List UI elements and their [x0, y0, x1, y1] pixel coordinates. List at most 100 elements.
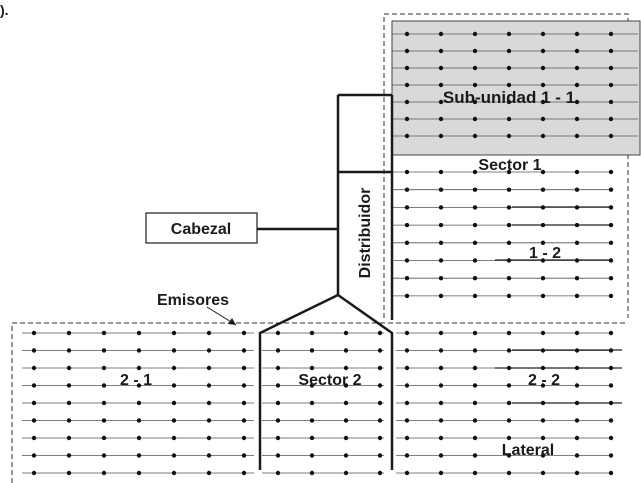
sub-unit-2-2-emitter [506, 383, 512, 388]
sub-unit-2-2-emitter [404, 400, 410, 406]
sub-unit-1-1-emitter [404, 65, 410, 71]
sub-unit-2-2-emitter [574, 400, 580, 406]
sub-unit-2-1-emitter [136, 418, 142, 423]
sub-unit-2-2-emitter [540, 453, 546, 458]
sub-unit-2-2-emitter [608, 470, 614, 476]
sub-unit-2-2-emitter [540, 383, 546, 388]
sector-2-middle-emitter [309, 365, 315, 371]
sub-unit-1-2-emitter [574, 205, 580, 210]
sub-unit-2-1-emitter [241, 453, 247, 458]
sector-2-middle-emitter [275, 453, 281, 458]
sub-unit-1-2-emitter [472, 169, 478, 175]
sub-unit-2-1-emitter [31, 453, 37, 458]
sub-unit-2-1-emitter [66, 453, 72, 458]
sub-unit-2-1-emitter [66, 348, 72, 353]
sector-2-middle-emitter [343, 453, 349, 458]
sub-unit-1-1-emitter [540, 133, 546, 139]
sub-unit-1-2-emitter [608, 276, 614, 281]
sub-unit-1-1-emitter [540, 82, 546, 88]
sub-unit-1-1-emitter [404, 99, 410, 105]
sub-unit-1-1-emitter [472, 48, 478, 54]
sector-2-middle-emitter [343, 400, 349, 406]
sector-2-middle-emitter [275, 435, 281, 441]
sub-unit-2-1-emitter [136, 470, 142, 476]
sub-unit-1-1-emitter [438, 99, 444, 105]
sector-2-middle-emitter [343, 330, 349, 336]
sub-unit-2-2-emitter [506, 365, 512, 371]
sub-unit-1-1-emitter [540, 31, 546, 37]
sector-2-middle-emitter [377, 470, 383, 476]
unit-1-2-label: 1 - 2 [529, 245, 561, 262]
sub-unit-1-2-emitter [438, 276, 444, 281]
sub-unit-2-1-emitter [31, 418, 37, 423]
sub-unit-1-2-emitter [608, 222, 614, 228]
sub-unit-1-2-emitter [574, 293, 580, 299]
sub-unit-1-2-emitter [506, 293, 512, 299]
sub-unit-2-1-emitter [171, 365, 177, 371]
sub-unit-2-1-emitter [101, 348, 107, 353]
sub-unit-1-1-emitter [438, 48, 444, 54]
sub-unit-2-2-emitter [472, 418, 478, 423]
sub-unit-2-1-emitter [66, 383, 72, 388]
sub-unit-1-1-emitter [404, 31, 410, 37]
sub-unidad-1-1-label: Sub-unidad 1 - 1 [443, 88, 575, 107]
sub-unit-2-1-emitter [241, 365, 247, 371]
unit-2-2-label: 2 - 2 [528, 372, 560, 389]
sub-unit-1-2-emitter [438, 187, 444, 192]
sub-unit-2-2-emitter [506, 348, 512, 353]
sub-unit-1-2-emitter [506, 240, 512, 245]
sub-unit-1-1-emitter [438, 31, 444, 37]
sector-2-middle-emitter [309, 470, 315, 476]
sub-unit-2-1-emitter [206, 383, 212, 388]
cabezal-box [145, 212, 258, 244]
sub-unit-2-1-emitter [66, 435, 72, 441]
sub-unit-1-1-emitter [506, 116, 512, 122]
sub-unit-1-1-emitter [404, 116, 410, 122]
sub-unit-2-2-emitter [472, 470, 478, 476]
sub-unit-2-2-emitter [574, 365, 580, 371]
sub-unit-1-2-emitter [540, 222, 546, 228]
sub-unit-2-1-emitter [171, 470, 177, 476]
sector-1-label: Sector 1 [478, 157, 541, 174]
sub-unit-2-2-emitter [506, 470, 512, 476]
sub-unit-2-2-emitter [472, 365, 478, 371]
sector-2-middle-emitter [309, 348, 315, 353]
sub-unit-1-1-emitter [540, 48, 546, 54]
sub-unit-1-1-emitter [438, 82, 444, 88]
sub-unit-2-1-emitter [241, 400, 247, 406]
sub-unit-1-2-emitter [438, 293, 444, 299]
sub-unit-2-2-emitter [438, 470, 444, 476]
sub-unit-2-1-emitter [241, 330, 247, 336]
sub-unit-1-2-emitter [438, 258, 444, 263]
pipe-network [257, 93, 394, 470]
sub-unit-2-1-emitter [31, 435, 37, 441]
cabezal-label: Cabezal [171, 221, 231, 238]
sub-unit-1-2-emitter [404, 258, 410, 263]
sub-unit-2-1-emitter [206, 365, 212, 371]
sub-unit-2-1-emitter [206, 470, 212, 476]
sector-2-middle-emitter [377, 365, 383, 371]
sub-unit-2-2-emitter [574, 470, 580, 476]
sub-unit-2-2-emitter [438, 400, 444, 406]
sector-2-label: Sector 2 [298, 372, 361, 389]
sub-unit-2-1-emitter [136, 435, 142, 441]
sub-unit-1-1-emitter [472, 31, 478, 37]
sub-unit-1-1-emitter [540, 99, 546, 105]
sub-unit-2-2-emitter [574, 330, 580, 336]
emisores-label: Emisores [157, 292, 229, 309]
sub-unit-2-1-emitter [31, 348, 37, 353]
sub-unit-2-1-emitter [31, 470, 37, 476]
sub-unit-2-2-emitter [506, 453, 512, 458]
sub-unit-2-1-emitter [171, 400, 177, 406]
sub-unit-1-2-emitter [574, 222, 580, 228]
sub-unit-2-2-emitter [472, 435, 478, 441]
sub-unit-2-1-emitter [241, 435, 247, 441]
sub-unit-1-1-emitter [404, 82, 410, 88]
sub-unit-2-2-emitter [608, 365, 614, 371]
sub-unit-1-2-emitter [506, 222, 512, 228]
sub-unit-2-1-emitter [171, 435, 177, 441]
sub-unit-2-2-emitter [608, 348, 614, 353]
corner-fragment: ). [0, 2, 9, 18]
sub-unit-1-2-emitter [506, 258, 512, 263]
